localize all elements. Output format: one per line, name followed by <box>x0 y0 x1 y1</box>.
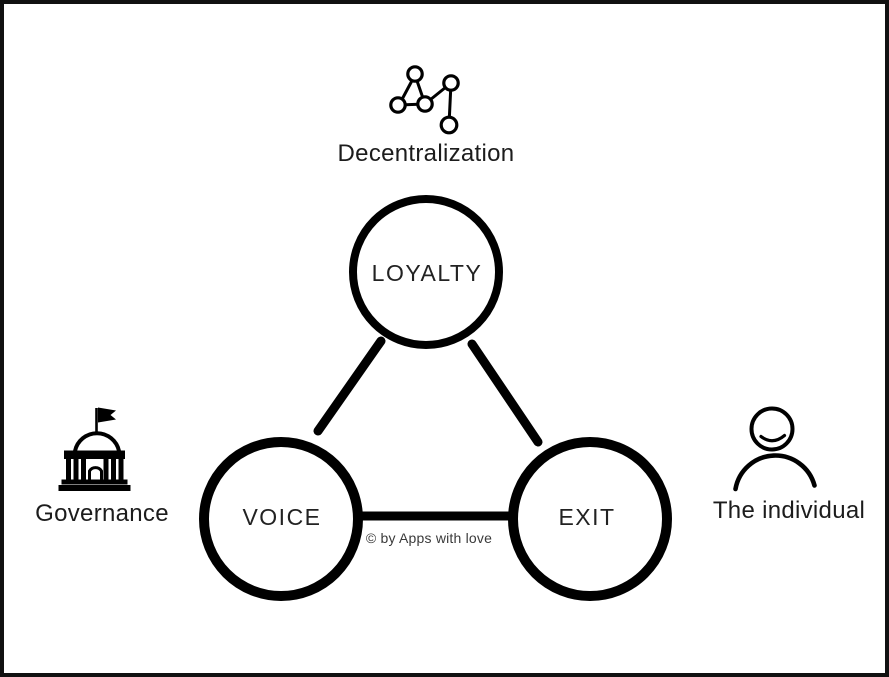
entablature <box>64 450 125 459</box>
person-icon <box>733 406 817 492</box>
base <box>58 485 131 491</box>
dome <box>73 431 121 452</box>
exit-voice-loyalty-diagram: Decentralization Governan <box>35 65 865 601</box>
flag <box>98 407 116 423</box>
governance-label: Governance <box>35 500 169 527</box>
shoulders <box>733 453 817 492</box>
exit-node-circle <box>508 437 672 601</box>
decentralization-label: Decentralization <box>338 140 515 167</box>
loyalty-label: LOYALTY <box>372 260 483 286</box>
edge-loyalty-voice <box>313 336 386 436</box>
network-nodes <box>389 65 460 135</box>
edge-loyalty-exit <box>467 339 543 447</box>
copyright-text: © by Apps with love <box>366 530 492 546</box>
smile <box>759 433 787 443</box>
diagram-content: Decentralization Governan <box>35 65 865 601</box>
arch-door <box>88 466 103 480</box>
individual-label: The individual <box>713 497 865 524</box>
loyalty-node-circle <box>349 195 503 349</box>
network-icon <box>389 65 460 135</box>
stylobate <box>61 479 128 485</box>
voice-node-circle <box>199 437 363 601</box>
head <box>749 406 795 452</box>
triangle-edges <box>313 336 543 521</box>
government-building-icon <box>58 407 131 491</box>
columns <box>66 459 124 480</box>
exit-label: EXIT <box>558 504 615 530</box>
voice-label: VOICE <box>242 504 321 530</box>
